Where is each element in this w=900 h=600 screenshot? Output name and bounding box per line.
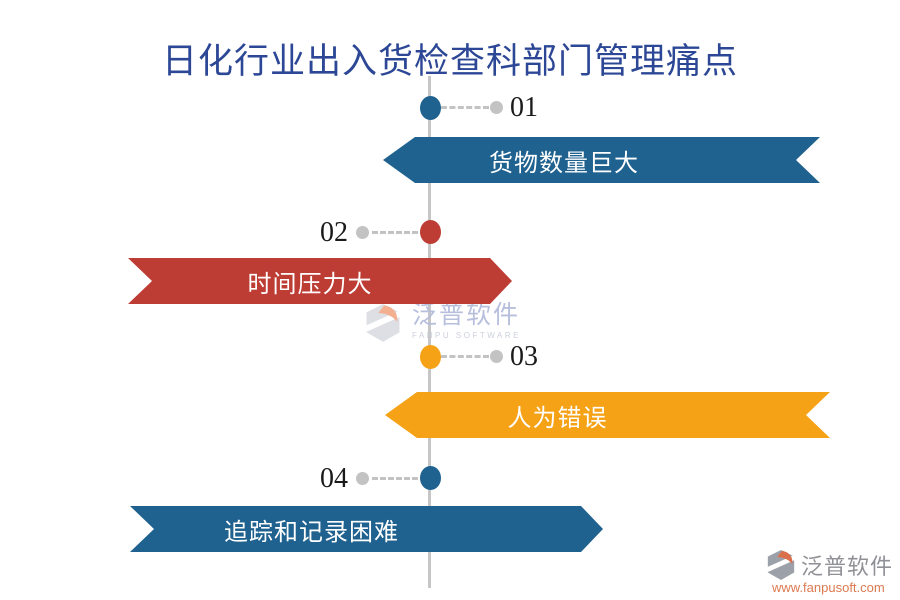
pain-point-banner: 货物数量巨大 (383, 137, 820, 183)
banner-label: 人为错误 (507, 405, 608, 432)
banner-label: 货物数量巨大 (489, 150, 639, 177)
step-number: 02 (320, 217, 348, 248)
connector-end-dot (490, 350, 503, 363)
timeline-node-dot (420, 345, 441, 369)
connector-end-dot (490, 101, 503, 114)
footer-brand: 泛普软件 (801, 554, 894, 579)
timeline-spine (428, 76, 431, 588)
fanpu-logo-icon (360, 304, 406, 342)
connector-dashed-line (441, 355, 489, 358)
banner-label: 时间压力大 (247, 271, 373, 298)
timeline-node-dot (420, 466, 441, 490)
watermark-brand: 泛普软件 (412, 302, 521, 329)
page-title: 日化行业出入货检查科部门管理痛点 (161, 42, 738, 81)
step-number: 04 (320, 463, 348, 494)
pain-point-banner: 时间压力大 (128, 258, 512, 304)
fanpu-logo-icon (764, 549, 798, 581)
watermark-subtitle: FANPU SOFTWARE (412, 331, 521, 340)
banner-label: 追踪和记录困难 (224, 519, 399, 546)
connector-dashed-line (441, 106, 489, 109)
pain-point-banner: 追踪和记录困难 (130, 506, 603, 552)
timeline-node-dot (420, 220, 441, 244)
footer-logo: 泛普软件 www.fanpusoft.com (764, 549, 900, 595)
timeline-node-dot (420, 96, 441, 120)
watermark: 泛普软件 FANPU SOFTWARE (360, 303, 521, 343)
connector-end-dot (356, 226, 369, 239)
step-number: 01 (510, 92, 538, 123)
connector-dashed-line (372, 477, 418, 480)
connector-dashed-line (372, 231, 418, 234)
connector-end-dot (356, 472, 369, 485)
footer-url: www.fanpusoft.com (772, 580, 885, 595)
step-number: 03 (510, 341, 538, 372)
pain-point-banner: 人为错误 (385, 392, 830, 438)
